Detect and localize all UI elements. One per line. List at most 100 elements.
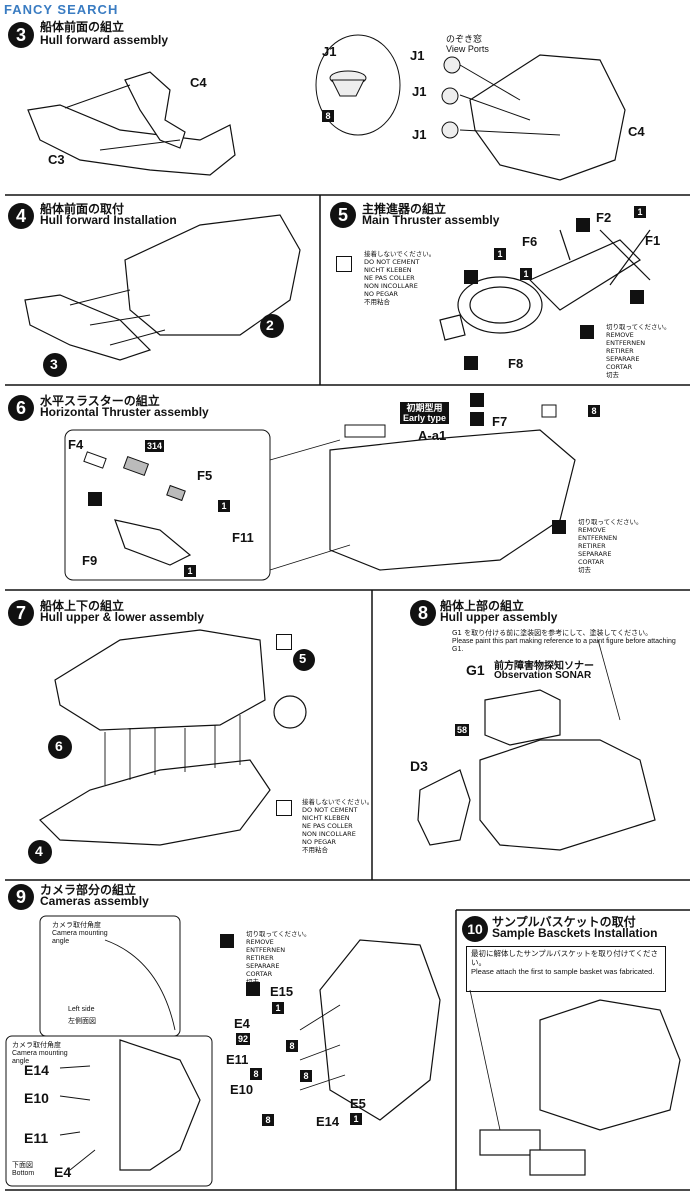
left-side-label-en: Left side bbox=[68, 1006, 95, 1013]
step-4-number: 4 bbox=[8, 203, 34, 229]
cut-icon-9a bbox=[220, 934, 234, 948]
step-8-note-en: Please paint this part making reference … bbox=[452, 638, 676, 653]
step-8-title-en: Hull upper assembly bbox=[440, 610, 558, 624]
paint-badge-8-6: 8 bbox=[588, 405, 600, 417]
paint-badge-9c: 8 bbox=[300, 1070, 312, 1082]
paint-badge-58: 58 bbox=[455, 724, 470, 736]
part-j1-c: J1 bbox=[412, 127, 427, 142]
bottom-label-en: Bottom bbox=[12, 1170, 35, 1177]
count-badge-6a: 1 bbox=[218, 500, 230, 512]
step-8-note-jp: G1 を取り付ける前に塗装図を参考にして、塗装してください。 bbox=[452, 629, 653, 637]
step-6-drawing bbox=[64, 404, 576, 581]
step-5-number: 5 bbox=[330, 202, 356, 228]
mount-angle-label-en: Camera mounting angle bbox=[52, 930, 108, 945]
paint-badge-9a: 8 bbox=[286, 1040, 298, 1052]
part-f11: F11 bbox=[232, 530, 254, 545]
no-cement-icon-7a bbox=[276, 634, 292, 650]
mount-angle-label-jp: カメラ取付角度 bbox=[52, 921, 101, 929]
part-e14: E14 bbox=[316, 1114, 340, 1129]
step-7-title-en: Hull upper & lower assembly bbox=[40, 610, 205, 624]
cut-icon-6c bbox=[470, 412, 484, 426]
step-3-drawing bbox=[27, 34, 626, 181]
step-10-note: 最初に解体したサンプルバスケットを取り付けてください。 Please attac… bbox=[466, 946, 666, 992]
part-d3: D3 bbox=[410, 758, 428, 774]
no-cement-icon-7b bbox=[276, 800, 292, 816]
part-e5: E5 bbox=[350, 1096, 366, 1111]
step-10-number: 10 bbox=[462, 916, 488, 942]
callout-5: 5 bbox=[299, 651, 307, 666]
callout-2: 2 bbox=[266, 317, 274, 333]
callout-4: 4 bbox=[35, 843, 43, 859]
step-3-title-jp: 船体前面の組立 bbox=[40, 20, 125, 34]
part-e10: E10 bbox=[230, 1082, 254, 1097]
sonar-label-en: Observation SONAR bbox=[494, 670, 592, 681]
inset-part-e4: E4 bbox=[54, 1164, 72, 1180]
bottom-label-jp: 下面図 bbox=[12, 1161, 33, 1169]
part-c4-b: C4 bbox=[628, 124, 645, 139]
paint-badge-9d: 8 bbox=[262, 1114, 274, 1126]
part-j1-a: J1 bbox=[410, 48, 425, 63]
count-badge-6b: 1 bbox=[184, 565, 196, 577]
part-j1-detail: J1 bbox=[322, 44, 337, 59]
paint-badge-92: 92 bbox=[236, 1033, 251, 1045]
part-e4: E4 bbox=[234, 1016, 250, 1031]
step-3-title-en: Hull forward assembly bbox=[40, 33, 169, 47]
step-3-number: 3 bbox=[8, 22, 34, 48]
part-f2: F2 bbox=[596, 210, 612, 225]
step-10-title-en: Sample Basckets Installation bbox=[492, 926, 658, 940]
view-ports-label-jp: のぞき窓 bbox=[446, 34, 483, 44]
step-4-title-jp: 船体前面の取付 bbox=[40, 202, 125, 216]
inset-part-e10: E10 bbox=[24, 1090, 49, 1106]
inset-part-e11: E11 bbox=[24, 1130, 49, 1146]
cut-icon-6d bbox=[552, 520, 566, 534]
count-badge-a: 1 bbox=[494, 248, 506, 260]
cut-icon-e bbox=[580, 325, 594, 339]
count-badge-9a: 1 bbox=[272, 1002, 284, 1014]
inset-part-e14: E14 bbox=[24, 1062, 49, 1078]
part-j1-b: J1 bbox=[412, 84, 427, 99]
cut-icon-c bbox=[576, 218, 590, 232]
step-6-title-en: Horizontal Thruster assembly bbox=[40, 405, 209, 419]
part-f1: F1 bbox=[645, 233, 661, 248]
step-7-number: 7 bbox=[8, 600, 34, 626]
watermark: FANCY SEARCH bbox=[4, 2, 119, 17]
step-9-title-en: Cameras assembly bbox=[40, 894, 149, 908]
paint-badge-8: 8 bbox=[322, 110, 334, 122]
step-7-drawing bbox=[28, 629, 315, 864]
step-6-number: 6 bbox=[8, 395, 34, 421]
step-10-title-jp: サンプルバスケットの取付 bbox=[492, 915, 636, 929]
sonar-label-jp: 前方障害物探知ソナー bbox=[494, 661, 594, 672]
part-a-a1: A-a1 bbox=[418, 428, 447, 443]
cut-icon-b bbox=[464, 356, 478, 370]
part-e11: E11 bbox=[226, 1052, 249, 1067]
count-badge-9b: 1 bbox=[350, 1113, 362, 1125]
cut-icon-a bbox=[464, 270, 478, 284]
step-10-note-jp: 最初に解体したサンプルバスケットを取り付けてください。 bbox=[471, 949, 659, 967]
step-6-title-jp: 水平スラスターの組立 bbox=[40, 394, 160, 408]
part-f8: F8 bbox=[508, 356, 524, 371]
step-5-title-jp: 主推進器の組立 bbox=[362, 202, 447, 216]
no-cement-icon bbox=[336, 256, 352, 272]
step-5-title-en: Main Thruster assembly bbox=[362, 213, 500, 227]
step-10-note-en: Please attach the first to sample basket… bbox=[471, 967, 655, 976]
part-f9: F9 bbox=[82, 553, 98, 568]
step-7-title-jp: 船体上下の組立 bbox=[40, 599, 125, 613]
paint-badge-9b: 8 bbox=[250, 1068, 262, 1080]
step-5-drawing bbox=[439, 229, 651, 341]
part-c3: C3 bbox=[48, 152, 65, 167]
cut-icon-d bbox=[630, 290, 644, 304]
callout-6: 6 bbox=[55, 738, 63, 754]
cut-icon-9b bbox=[246, 982, 260, 996]
mount-angle2-label-en: Camera mounting angle bbox=[12, 1050, 68, 1065]
count-badge-c: 1 bbox=[634, 206, 646, 218]
step-4-title-en: Hull forward Installation bbox=[40, 213, 177, 227]
left-side-label-jp: 左側面図 bbox=[68, 1017, 96, 1025]
step-8-title-jp: 船体上部の組立 bbox=[440, 599, 525, 613]
callout-3: 3 bbox=[50, 356, 58, 372]
